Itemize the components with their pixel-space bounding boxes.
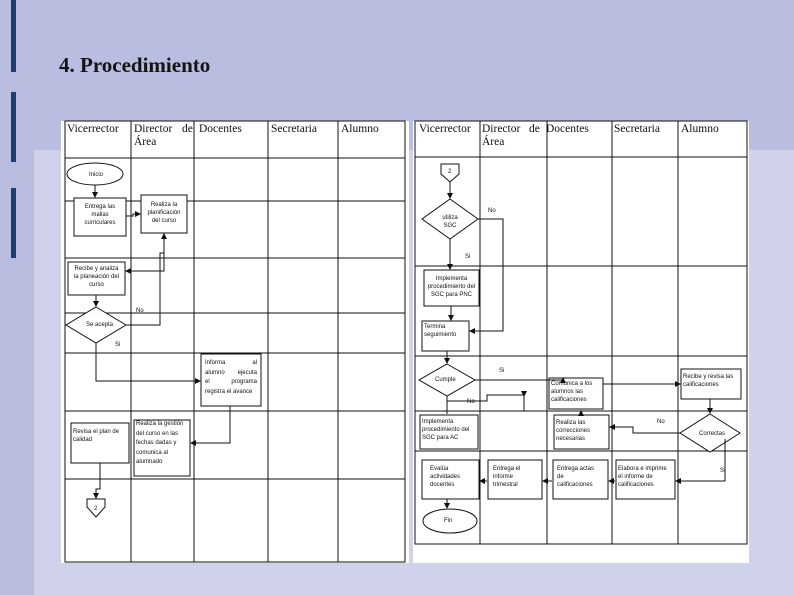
label-connector-2: 2 xyxy=(448,169,452,175)
header-director-de: de xyxy=(182,123,193,135)
label-se-acepta: Se acepta xyxy=(86,322,114,328)
header-director-de: de xyxy=(529,123,540,135)
process-planificacion xyxy=(140,194,188,234)
header-area: Área xyxy=(134,136,157,148)
connector-2 xyxy=(440,163,460,183)
label-correctas: Correctas xyxy=(699,431,726,437)
connector-2 xyxy=(86,498,106,518)
label-no: No xyxy=(488,208,496,214)
label-si: Si xyxy=(115,342,121,348)
header-secretaria: Secretaria xyxy=(271,123,317,135)
label-no: No xyxy=(657,419,665,425)
process-gestion xyxy=(133,419,191,477)
process-entrega-actas xyxy=(552,459,609,500)
label-informa: Informa al alumno ejecuta el programa re… xyxy=(205,360,257,395)
label-si: Si xyxy=(720,468,726,474)
header-secretaria: Secretaria xyxy=(614,123,660,135)
process-informa xyxy=(200,353,262,407)
process-implementa-ac xyxy=(419,414,479,450)
process-recibe-revisa xyxy=(680,368,742,400)
flowchart-part-1-lines xyxy=(64,120,406,563)
label-no: No xyxy=(136,308,144,314)
label-no: No xyxy=(467,399,475,405)
accent-bar xyxy=(11,188,16,258)
header-director: Director xyxy=(482,123,521,135)
accent-bar xyxy=(11,0,16,72)
swimlane-frame xyxy=(64,120,406,563)
header-director: Director xyxy=(134,123,173,135)
accent-bar xyxy=(11,92,16,162)
process-recibe xyxy=(67,261,126,296)
flowchart-part-2-lines xyxy=(414,120,748,545)
label-inicio: Inicio xyxy=(89,172,104,178)
flowchart-part-1: Vicerrector Director de Área Docentes Se… xyxy=(61,120,409,563)
process-termina xyxy=(421,320,470,352)
process-correcciones xyxy=(553,414,610,450)
label-cumple: Cumple xyxy=(435,377,456,383)
header-docentes: Docentes xyxy=(546,123,589,135)
header-area: Área xyxy=(482,136,505,148)
process-implementa-sgc xyxy=(423,269,480,307)
end-terminal xyxy=(422,508,478,534)
label-fin: Fin xyxy=(444,518,453,524)
header-vicerrector: Vicerrector xyxy=(67,123,119,135)
header-docentes: Docentes xyxy=(199,123,242,135)
process-comunica xyxy=(548,377,604,410)
flowchart-part-2: Vicerrector Director de Área Docentes Se… xyxy=(413,120,749,563)
process-elabora xyxy=(615,459,676,500)
header-vicerrector: Vicerrector xyxy=(419,123,471,135)
process-revisa-plan xyxy=(70,422,130,464)
label-connector-2: 2 xyxy=(94,506,98,512)
label-si: Si xyxy=(499,368,505,374)
slide-title: 4. Procedimiento xyxy=(59,53,211,77)
header-alumno: Alumno xyxy=(681,123,719,135)
label-si: Si xyxy=(465,254,471,260)
header-alumno: Alumno xyxy=(341,123,379,135)
swimlane-frame xyxy=(414,120,748,545)
process-entrega xyxy=(73,197,127,237)
